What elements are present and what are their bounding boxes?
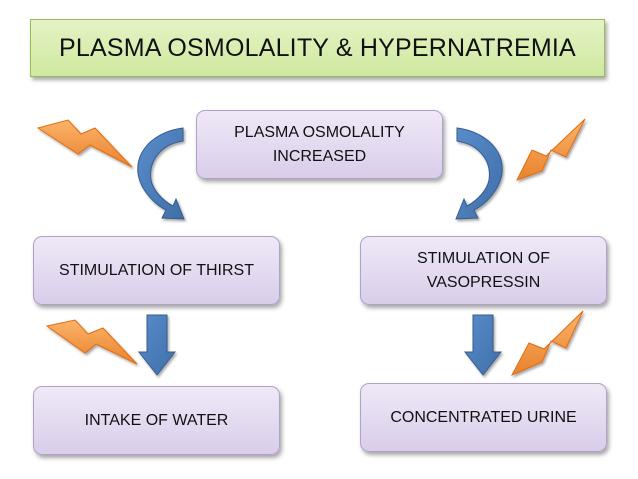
diagram-title: PLASMA OSMOLALITY & HYPERNATREMIA: [59, 33, 576, 62]
node-vaso-line2: VASOPRESSIN: [426, 273, 541, 291]
down-arrow-icon: [463, 314, 503, 376]
node-stimulation-of-vasopressin: STIMULATION OF VASOPRESSIN: [360, 236, 607, 305]
lightning-bolt-icon: [510, 310, 584, 377]
lightning-bolt-icon: [36, 119, 133, 168]
title-banner: PLASMA OSMOLALITY & HYPERNATREMIA: [30, 19, 605, 77]
down-arrow-icon: [137, 314, 177, 376]
node-concentrated-urine: CONCENTRATED URINE: [360, 383, 607, 452]
node-thirst-line1: STIMULATION OF THIRST: [59, 261, 254, 279]
curved-arrow-icon: [455, 127, 503, 220]
node-stimulation-of-thirst: STIMULATION OF THIRST: [33, 236, 280, 305]
curved-arrow-icon: [137, 127, 185, 220]
node-water-line1: INTAKE OF WATER: [84, 411, 229, 429]
lightning-bolt-icon: [45, 319, 138, 365]
node-plasma-osmolality-increased: PLASMA OSMOLALITY INCREASED: [196, 110, 443, 179]
node-plasma-line1: PLASMA OSMOLALITY: [234, 124, 405, 142]
node-vaso-line1: STIMULATION OF: [416, 250, 551, 268]
lightning-bolt-icon: [515, 118, 586, 181]
node-urine-line1: CONCENTRATED URINE: [390, 408, 577, 426]
node-plasma-line2: INCREASED: [272, 147, 367, 165]
node-intake-of-water: INTAKE OF WATER: [33, 386, 280, 455]
